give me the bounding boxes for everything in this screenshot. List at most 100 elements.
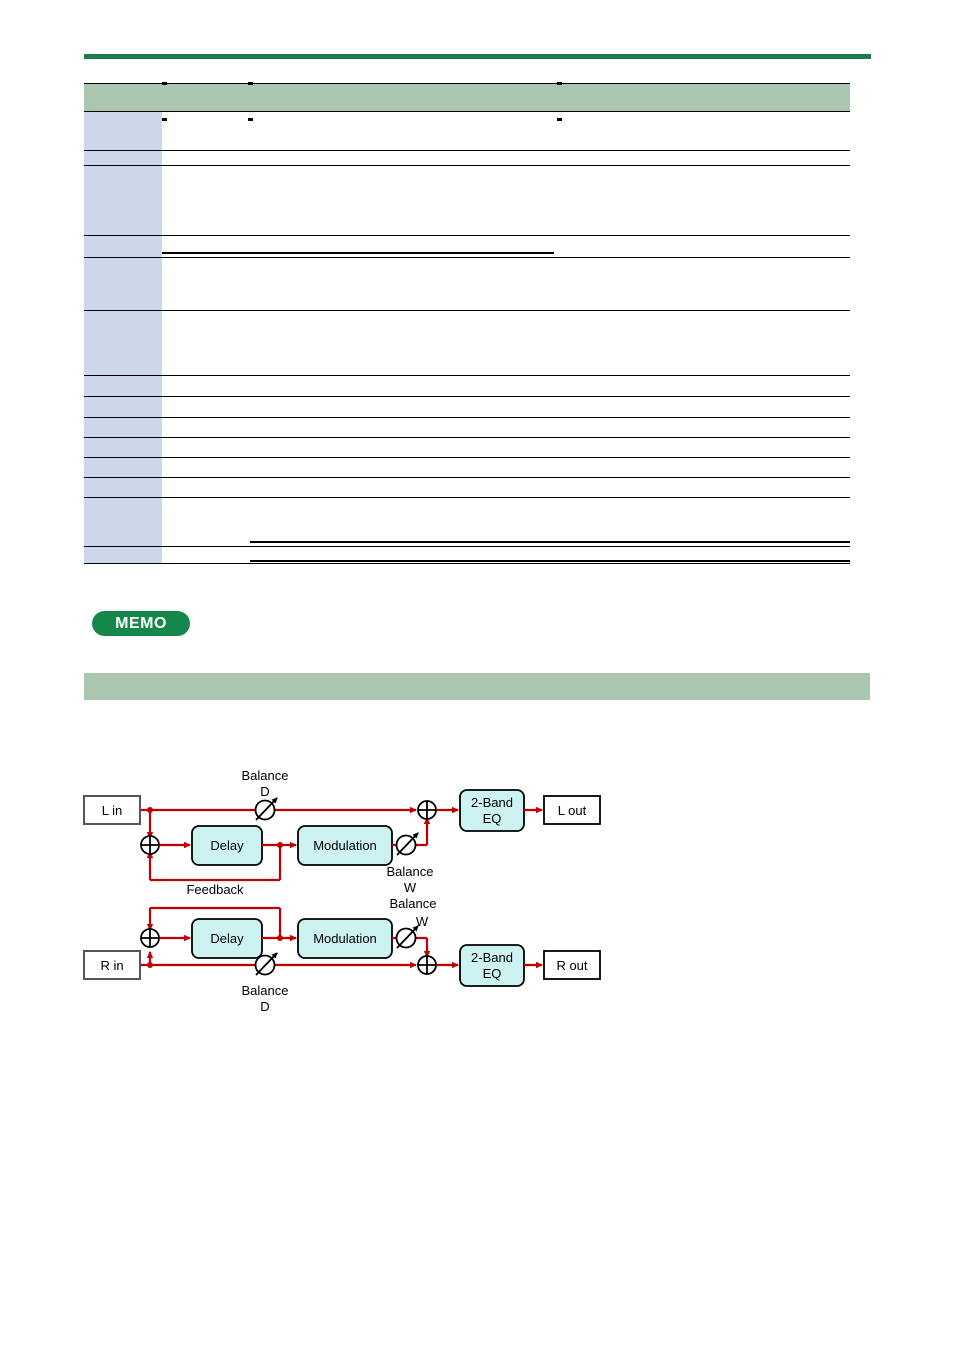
io-box-r-in: R in [83,950,141,980]
block-eq-l: 2-Band EQ [459,789,525,832]
block-delay-r: Delay [191,918,263,959]
row-key [84,417,162,438]
row-key [84,396,162,418]
knob-balance-d-r-label1: Balance [242,983,289,998]
block-delay-l: Delay [191,825,263,866]
top-green-rule [84,54,871,59]
knob-balance-w-l-label1: Balance [387,864,434,879]
knob-balance-w-l [395,832,419,856]
signal-flow-diagram: Delay Modulation Balance D Balance W 2-B… [80,760,620,1020]
block-delay-l-label: Delay [210,838,244,853]
row-value [162,497,850,547]
block-eq-r-label2: EQ [483,966,502,981]
row-value [162,165,850,236]
block-eq-l-label2: EQ [483,811,502,826]
knob-balance-w-r [395,925,419,949]
block-modulation-r-label: Modulation [313,931,377,946]
row-key [84,437,162,458]
table-row [84,546,850,564]
table-row [84,477,850,498]
table-row [84,375,850,397]
feedback-label: Feedback [186,882,244,897]
parameter-table [84,83,850,564]
block-eq-r-label1: 2-Band [471,950,513,965]
row-value [162,111,850,151]
memo-label: MEMO [115,614,167,632]
io-box-l-in: L in [83,795,141,825]
io-box-r-in-label: R in [100,958,123,973]
block-modulation-l-label: Modulation [313,838,377,853]
row-key [84,310,162,376]
row-value [162,235,850,258]
knob-balance-d-l [254,797,278,821]
io-box-r-out: R out [543,950,601,980]
row-value [162,396,850,418]
knob-balance-w-l-label2: W [404,880,417,895]
column-tick [162,82,167,85]
sum-junction-out-r [417,955,437,975]
row-key [84,497,162,547]
row-key [84,457,162,478]
row-value [162,417,850,438]
inner-rule [162,252,554,254]
table-row [84,257,850,311]
block-eq-r: 2-Band EQ [459,944,525,987]
table-row [84,235,850,258]
column-tick [248,118,253,121]
table-row [84,310,850,376]
section-heading-bar [84,673,870,700]
knob-balance-d-r [254,952,278,976]
io-box-l-out-label: L out [558,803,587,818]
block-modulation-r: Modulation [297,918,393,959]
row-value [162,457,850,478]
table-row [84,497,850,547]
row-value [162,477,850,498]
row-key [84,165,162,236]
knob-balance-d-r-label2: D [260,999,269,1014]
row-key [84,235,162,258]
sum-junction-r [140,928,160,948]
row-value [162,546,850,564]
row-value [162,375,850,397]
row-key [84,375,162,397]
row-value [162,150,850,166]
knob-balance-w-r-label2: W [416,914,429,929]
inner-rule [250,560,850,562]
column-tick [162,118,167,121]
knob-balance-d-l-label2: D [260,784,269,799]
column-tick [248,82,253,85]
table-header-key [84,83,162,112]
row-key [84,150,162,166]
table-header-value [162,83,850,112]
row-value [162,257,850,311]
table-header-row [84,83,850,112]
io-box-r-out-label: R out [556,958,587,973]
sum-junction-out-l [417,800,437,820]
block-eq-l-label1: 2-Band [471,795,513,810]
block-modulation-l: Modulation [297,825,393,866]
table-row [84,165,850,236]
row-value [162,437,850,458]
inner-rule [250,541,850,543]
block-delay-r-label: Delay [210,931,244,946]
row-value [162,310,850,376]
table-row [84,417,850,438]
table-row [84,111,850,151]
table-row [84,457,850,478]
sum-junction-l [140,835,160,855]
row-key [84,477,162,498]
row-key [84,546,162,564]
row-key [84,257,162,311]
knob-balance-d-l-label1: Balance [242,768,289,783]
junction-dot [147,807,153,813]
io-box-l-out: L out [543,795,601,825]
table-row [84,150,850,166]
knob-balance-w-r-label1: Balance [390,896,437,911]
io-box-l-in-label: L in [102,803,122,818]
memo-badge: MEMO [92,611,190,636]
column-tick [557,118,562,121]
table-row [84,437,850,458]
column-tick [557,82,562,85]
row-key [84,111,162,151]
table-row [84,396,850,418]
